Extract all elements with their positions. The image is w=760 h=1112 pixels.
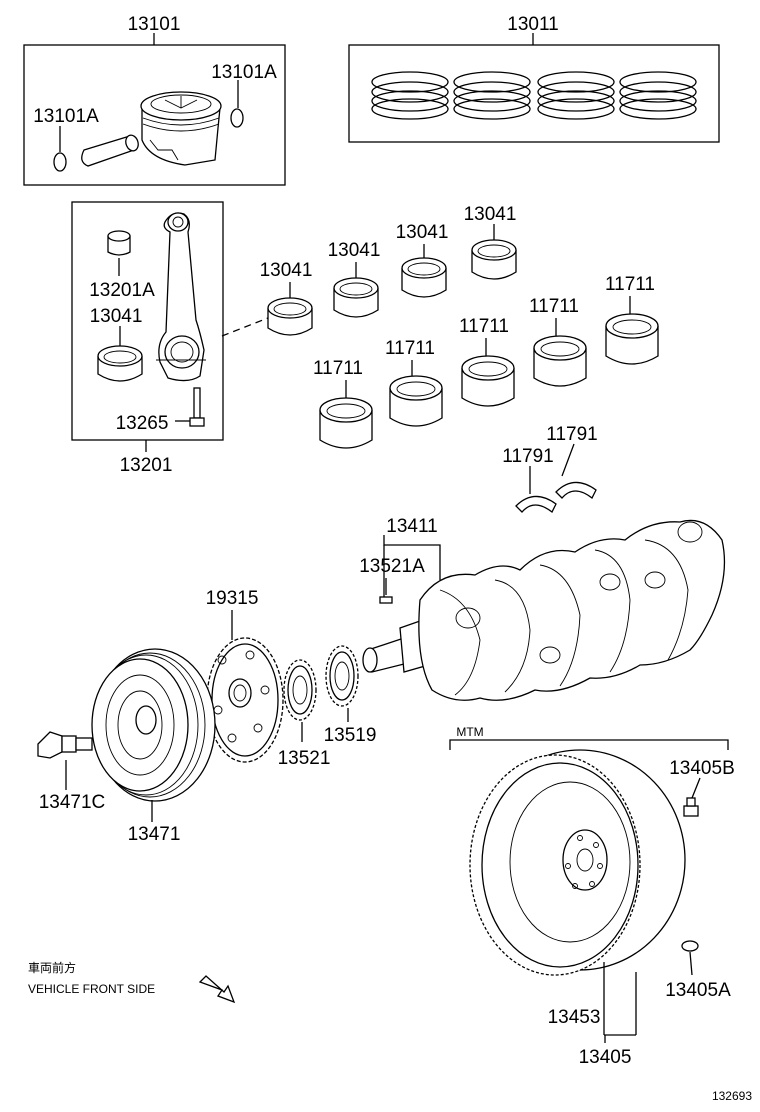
- crank-bearing-13041-c-icon: [401, 257, 447, 298]
- rod-bearing-leader: [221, 317, 269, 337]
- main-bearing-11711-b-icon: [389, 375, 443, 427]
- label-13453: 13453: [548, 1007, 601, 1028]
- pulley-group: [37, 648, 216, 822]
- front-arrow-icon: [198, 975, 236, 1004]
- timing-gear-19315-icon: [206, 637, 284, 763]
- piston-icon: [140, 91, 222, 166]
- front-direction-group: [198, 975, 236, 1004]
- rod-bushing-icon: [107, 230, 131, 256]
- piston-box-frame: [23, 44, 286, 186]
- label-13521A: 13521A: [359, 556, 425, 577]
- flywheel-group: [449, 739, 729, 1043]
- upper-bearings-group: [267, 224, 517, 336]
- label-13101: 13101: [128, 14, 181, 35]
- crank-bearing-13041-a-icon: [267, 297, 313, 336]
- main-bearing-11711-a-icon: [319, 397, 373, 449]
- snap-ring-right-icon: [230, 108, 244, 128]
- flywheel-icon: [469, 749, 686, 976]
- rod-bearing-icon: [97, 345, 143, 382]
- label-13471: 13471: [128, 824, 181, 845]
- rod-box-frame: [71, 201, 224, 441]
- crank-gear-13519-icon: [325, 645, 359, 707]
- crank-gear-group: [325, 645, 359, 722]
- crank-sprocket-13521-icon: [283, 659, 317, 721]
- crank-pulley-icon: [91, 648, 216, 802]
- snap-ring-left-icon: [53, 152, 67, 172]
- label-13405: 13405: [579, 1047, 632, 1068]
- label-13041-rod: 13041: [90, 306, 143, 327]
- piston-ring-set-1-icon: [371, 71, 449, 120]
- crank-bearing-13041-d-icon: [471, 239, 517, 280]
- label-13101A-right: 13101A: [211, 62, 277, 83]
- label-13041-d: 13041: [464, 204, 517, 225]
- label-13519: 13519: [324, 725, 377, 746]
- mtm-label: MTM: [456, 725, 483, 739]
- label-11711-e: 11711: [605, 274, 655, 295]
- label-13201A: 13201A: [89, 280, 155, 301]
- front-side-japanese: 車両前方: [28, 960, 76, 975]
- label-13041-c: 13041: [396, 222, 449, 243]
- label-11711-b: 11711: [385, 338, 435, 359]
- label-13265: 13265: [116, 413, 169, 434]
- main-bearing-11711-e-icon: [605, 313, 659, 365]
- connecting-rod-icon: [156, 212, 206, 382]
- connecting-rod-group: [71, 201, 269, 452]
- piston-assembly-group: [23, 33, 286, 186]
- crankshaft-icon: [362, 519, 726, 701]
- front-side-english: VEHICLE FRONT SIDE: [28, 982, 155, 996]
- main-bearing-11711-c-icon: [461, 355, 515, 407]
- label-13201: 13201: [120, 455, 173, 476]
- label-13011: 13011: [507, 14, 558, 35]
- crank-key-icon: [379, 596, 393, 604]
- ring-set-group: [348, 33, 720, 143]
- piston-ring-set-3-icon: [537, 71, 615, 120]
- label-13521: 13521: [278, 748, 331, 769]
- label-11711-a: 11711: [313, 358, 363, 379]
- figure-number: 132693: [712, 1089, 752, 1103]
- label-13405A: 13405A: [665, 980, 731, 1001]
- rod-bolt-icon: [189, 387, 205, 427]
- ring-box-frame: [348, 44, 720, 143]
- mtm-bracket: [449, 739, 729, 750]
- label-11711-c: 11711: [459, 316, 509, 337]
- label-11791-a: 11791: [502, 446, 553, 467]
- timing-gear-group: [206, 610, 284, 763]
- label-13411: 13411: [386, 516, 437, 537]
- label-11791-b: 11791: [546, 424, 597, 445]
- thrust-washer-right-icon: [555, 481, 597, 499]
- crank-sprocket-group: [283, 659, 317, 742]
- piston-ring-set-4-icon: [619, 71, 697, 120]
- piston-pin-icon: [81, 134, 139, 167]
- crankshaft-group: [362, 519, 726, 701]
- piston-ring-set-2-icon: [453, 71, 531, 120]
- label-13041-b: 13041: [328, 240, 381, 261]
- thrust-washers-group: [515, 443, 597, 513]
- thrust-washer-left-icon: [515, 495, 557, 513]
- label-19315: 19315: [206, 588, 259, 609]
- main-bearing-11711-d-icon: [533, 335, 587, 387]
- pulley-bolt-icon: [37, 731, 93, 759]
- flywheel-bolt-icon: [683, 797, 699, 817]
- label-13041-a: 13041: [260, 260, 313, 281]
- flywheel-pin-icon: [681, 940, 699, 952]
- main-bearings-group: [319, 296, 659, 449]
- label-13471C: 13471C: [39, 792, 106, 813]
- label-13101A-left: 13101A: [33, 106, 99, 127]
- label-13405B: 13405B: [669, 758, 735, 779]
- label-11711-d: 11711: [529, 296, 579, 317]
- crank-bearing-13041-b-icon: [333, 277, 379, 318]
